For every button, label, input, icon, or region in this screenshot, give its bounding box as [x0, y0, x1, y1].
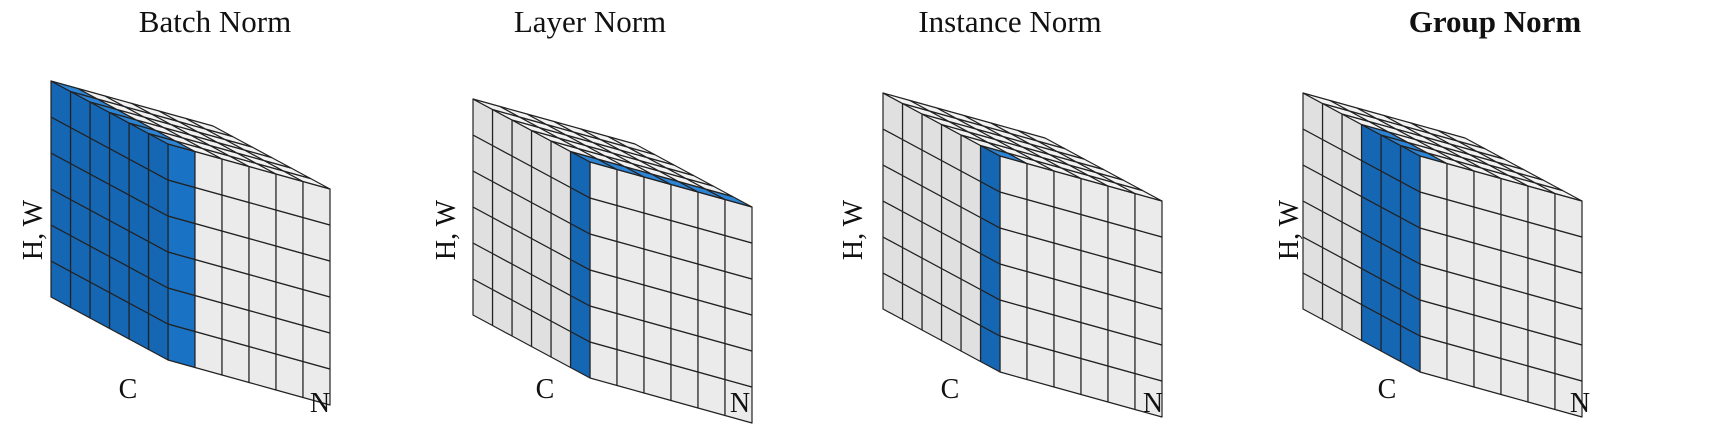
top-cell	[185, 117, 234, 138]
c-axis-label: C	[941, 374, 960, 405]
instance-norm-panel: Instance Norm H, W C N	[838, 4, 1163, 419]
panel-title: Group Norm	[1409, 4, 1582, 39]
panel-title: Instance Norm	[918, 4, 1101, 39]
layer-norm-cube	[472, 98, 753, 424]
n-axis-label: N	[1143, 388, 1163, 419]
top-cell	[1017, 129, 1066, 150]
hw-axis-label: H, W	[838, 199, 869, 260]
group-norm-panel: Group Norm H, W C N	[1274, 4, 1590, 419]
hw-axis-label: H, W	[431, 199, 462, 260]
instance-norm-cube	[882, 92, 1163, 418]
n-axis-label: N	[310, 388, 330, 419]
n-axis-label: N	[730, 388, 750, 419]
panel-title: Layer Norm	[514, 4, 666, 39]
hw-axis-label: H, W	[1274, 199, 1305, 260]
layer-norm-panel: Layer Norm H, W C N	[431, 4, 753, 424]
top-cell	[1437, 129, 1486, 150]
batch-norm-cube	[50, 80, 331, 406]
group-norm-cube	[1302, 92, 1583, 418]
hw-axis-label: H, W	[18, 199, 49, 260]
batch-norm-panel: Batch Norm H, W C N	[18, 4, 331, 419]
panel-title: Batch Norm	[139, 4, 291, 39]
c-axis-label: C	[536, 374, 555, 405]
c-axis-label: C	[119, 374, 138, 405]
c-axis-label: C	[1378, 374, 1397, 405]
top-cell	[607, 135, 656, 156]
n-axis-label: N	[1570, 388, 1590, 419]
